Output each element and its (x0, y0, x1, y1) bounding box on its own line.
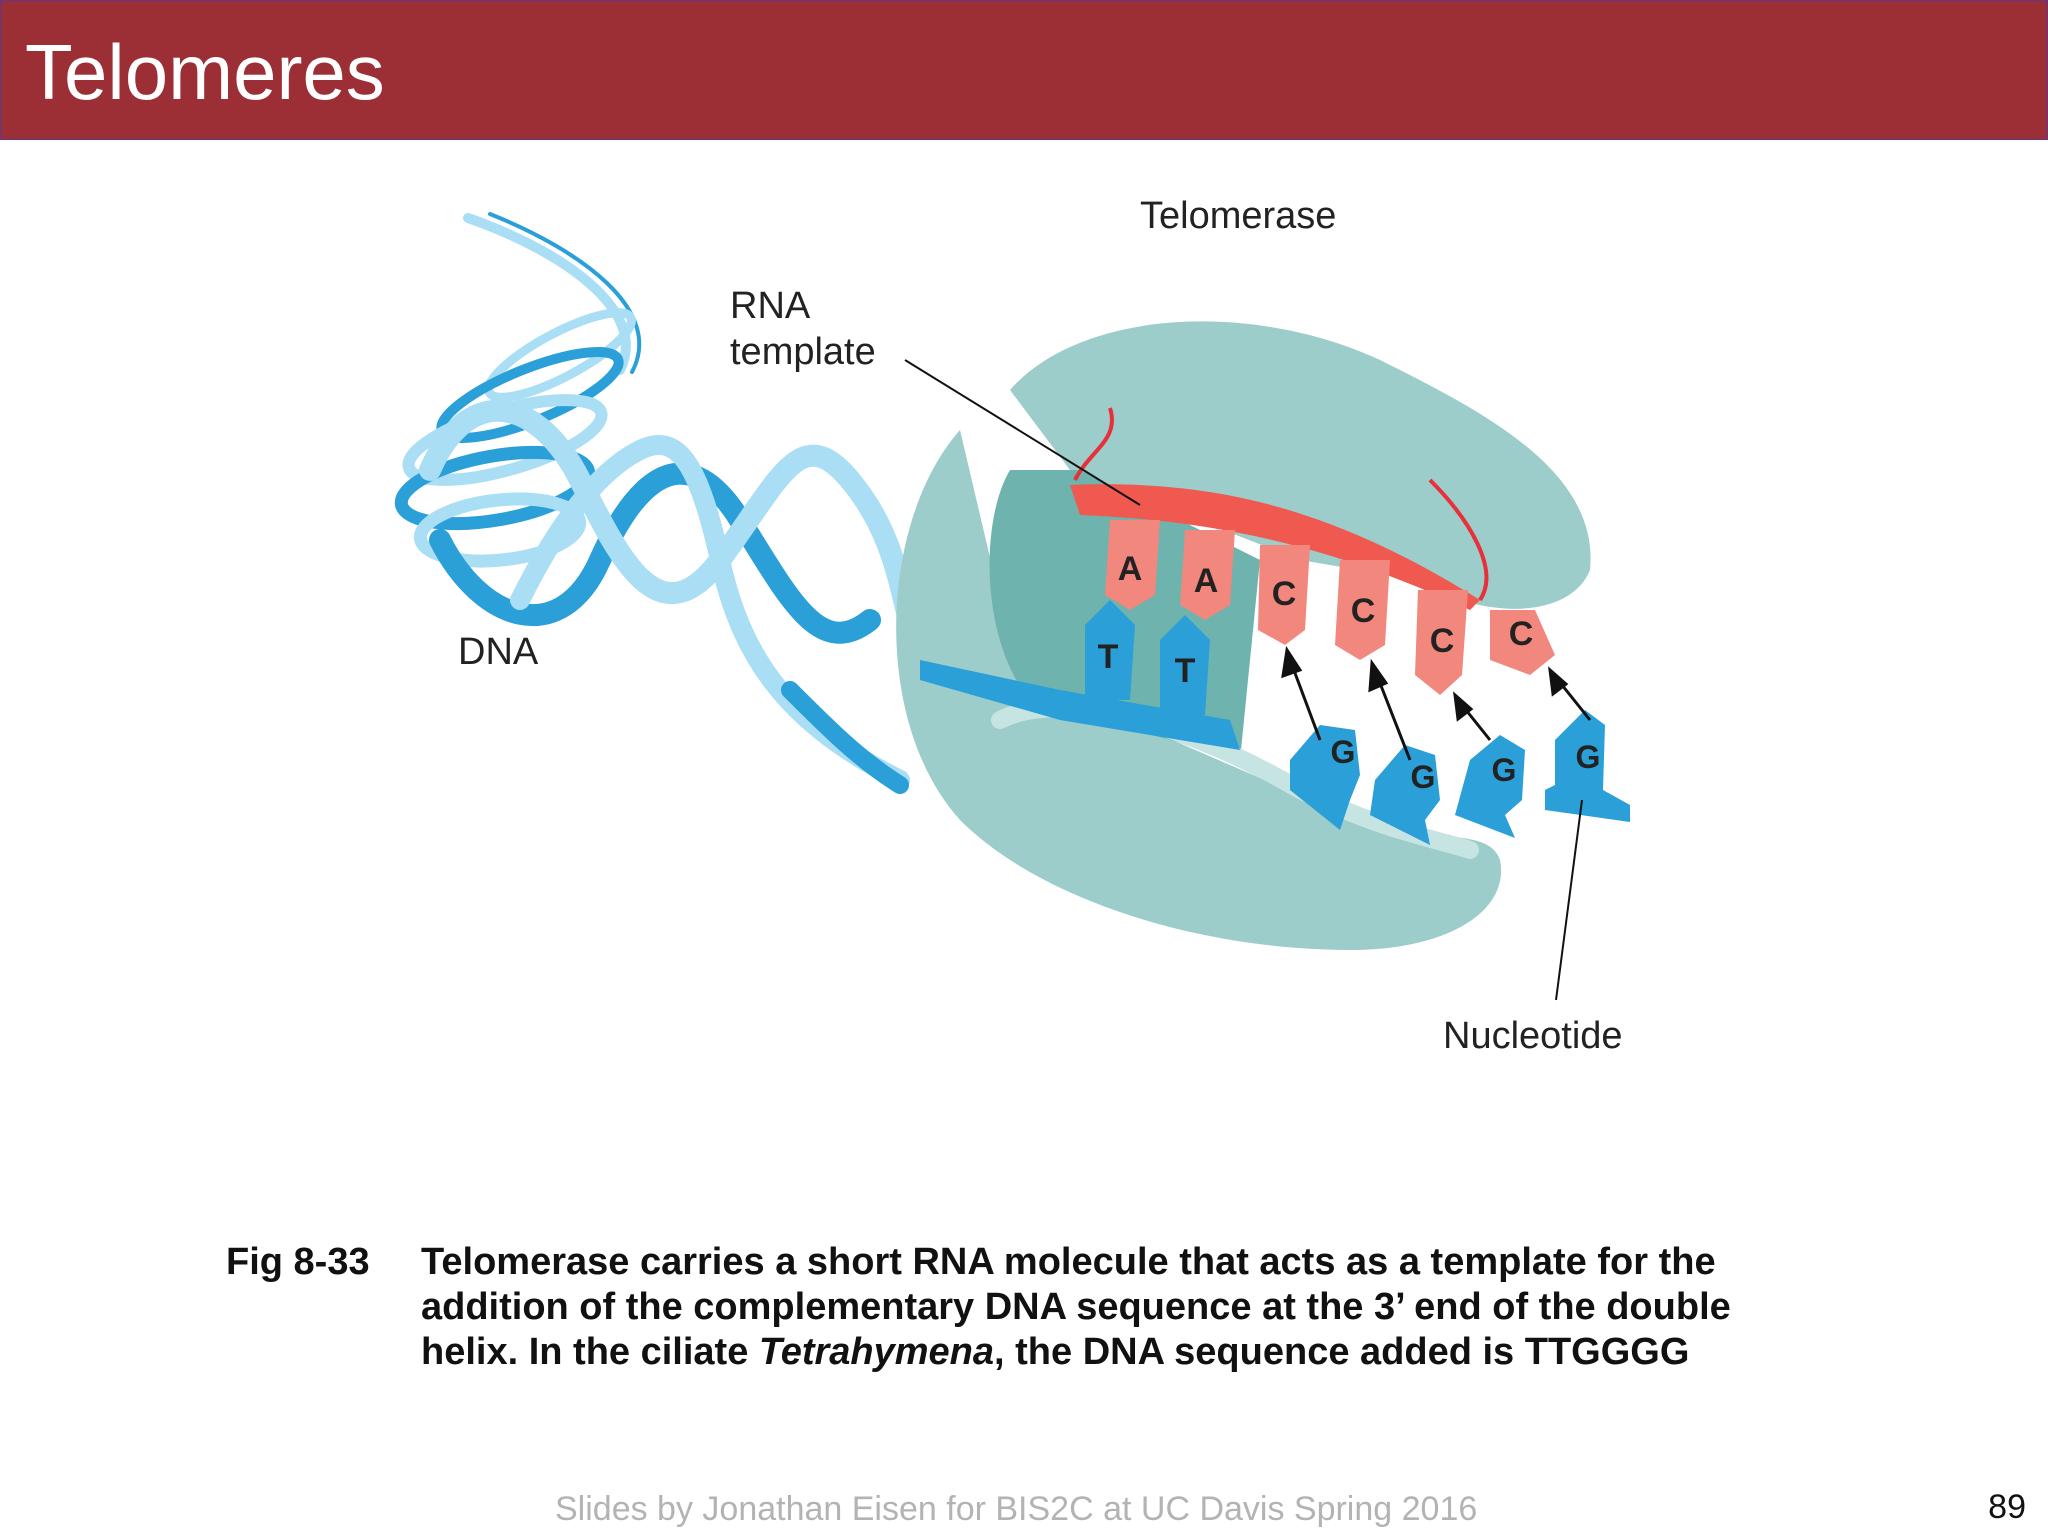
template-base-label: C (1272, 575, 1297, 613)
nucleotide-label: G (1331, 734, 1356, 770)
pairing-arrows (1281, 645, 1592, 761)
caption-text-part1: Telomerase carries a short RNA molecule … (421, 1241, 1731, 1373)
nucleotide-g: G (1290, 725, 1360, 830)
rna-template-label-line1: RNA (730, 285, 811, 327)
nucleotide-label: G (1576, 739, 1601, 775)
figure-label: Fig 8-33 (226, 1241, 370, 1283)
nucleotide-label: G (1492, 752, 1517, 788)
template-base: C (1415, 590, 1468, 695)
nucleotide-label-text: Nucleotide (1443, 1015, 1623, 1057)
nucleotide-leader (1555, 799, 1583, 1001)
paired-base-label: T (1098, 638, 1119, 676)
nucleotide-g: G (1545, 710, 1630, 822)
paired-base: T (1160, 615, 1210, 715)
template-base-label: C (1430, 622, 1455, 660)
template-base: A (1105, 520, 1160, 610)
template-base: C (1258, 545, 1310, 645)
rna-template (1070, 407, 1489, 610)
template-base-label: C (1509, 615, 1534, 653)
dna-helix (419, 399, 931, 794)
telomerase-label: Telomerase (1140, 195, 1336, 237)
dna-strand-end: T T (920, 600, 1240, 750)
template-base-label: A (1194, 562, 1219, 600)
template-base: C (1335, 560, 1390, 660)
paired-base-label: T (1175, 652, 1196, 690)
page-number: 89 (1988, 1488, 2026, 1526)
nucleotide-g: G (1370, 745, 1440, 845)
rna-template-label-line2: template (730, 331, 876, 373)
slide-title: Telomeres (25, 28, 385, 116)
template-base-label: C (1351, 592, 1376, 630)
caption-text-part2: , the DNA sequence added is TTGGGG (994, 1331, 1690, 1373)
template-base: C (1490, 610, 1555, 675)
template-base: A (1180, 530, 1235, 620)
paired-base: T (1085, 600, 1135, 700)
nucleotide-label: G (1411, 759, 1436, 795)
template-base-label: A (1118, 550, 1143, 588)
caption-species-name: Tetrahymena (758, 1331, 995, 1373)
dna-label: DNA (458, 631, 539, 673)
title-bar: Telomeres (0, 0, 2048, 140)
template-bases: A A C C C C (1105, 520, 1555, 695)
figure-caption-text: Telomerase carries a short RNA molecule … (421, 1240, 1821, 1375)
incoming-nucleotides: G G G G (1290, 710, 1630, 845)
nucleotide-g: G (1455, 735, 1525, 838)
slide-footer: Slides by Jonathan Eisen for BIS2C at UC… (555, 1490, 1478, 1528)
rna-template-leader (904, 359, 1141, 506)
telomerase-enzyme (896, 321, 1591, 950)
